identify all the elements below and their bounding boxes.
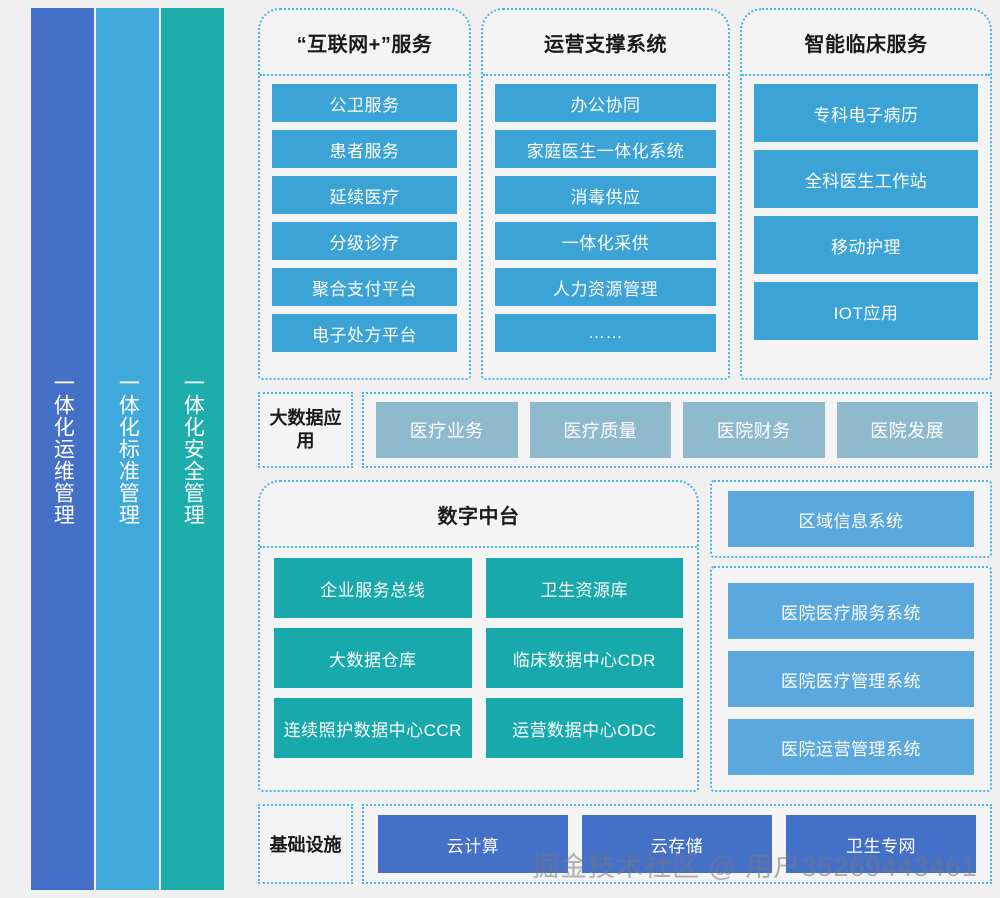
- bigdata-items-container: 医疗业务 医疗质量 医院财务 医院发展: [362, 392, 992, 468]
- midplatform-item[interactable]: 运营数据中心ODC: [485, 698, 683, 758]
- region-item[interactable]: 区域信息系统: [728, 491, 974, 547]
- midplatform-item[interactable]: 卫生资源库: [485, 558, 683, 618]
- pillar-label: 一体化标准管理: [116, 372, 140, 526]
- hospital-item[interactable]: 医院运营管理系统: [728, 719, 974, 775]
- panel-internet-plus-services: “互联网+”服务 公卫服务 患者服务 延续医疗 分级诊疗 聚合支付平台 电子处方…: [258, 8, 471, 380]
- service-item[interactable]: 移动护理: [754, 216, 978, 274]
- service-item[interactable]: IOT应用: [754, 282, 978, 340]
- infrastructure-items-container: 云计算 云存储 卫生专网: [362, 804, 992, 884]
- panel-items: 公卫服务 患者服务 延续医疗 分级诊疗 聚合支付平台 电子处方平台: [260, 76, 469, 362]
- bigdata-item[interactable]: 医疗质量: [529, 402, 671, 458]
- pillar-label: 一体化运维管理: [51, 372, 75, 526]
- panel-hospital-systems: 医院医疗服务系统 医院医疗管理系统 医院运营管理系统: [710, 566, 992, 792]
- panel-title: 数字中台: [260, 482, 697, 548]
- service-item[interactable]: 专科电子病历: [754, 84, 978, 142]
- panel-items: 办公协同 家庭医生一体化系统 消毒供应 一体化采供 人力资源管理 ……: [483, 76, 728, 362]
- pillar-operations-management: 一体化运维管理: [31, 8, 94, 890]
- infrastructure-label-text: 基础设施: [269, 835, 342, 855]
- bigdata-item[interactable]: 医院财务: [683, 402, 825, 458]
- service-item[interactable]: 电子处方平台: [272, 314, 457, 352]
- hospital-item[interactable]: 医院医疗管理系统: [728, 651, 974, 707]
- infrastructure-item[interactable]: 云计算: [378, 815, 568, 873]
- pillar-standards-management: 一体化标准管理: [96, 8, 159, 890]
- bigdata-label-text: 大数据应用: [269, 407, 342, 451]
- service-item[interactable]: 家庭医生一体化系统: [495, 130, 716, 168]
- panel-items: 专科电子病历 全科医生工作站 移动护理 IOT应用: [742, 76, 990, 350]
- panel-title: “互联网+”服务: [260, 10, 469, 76]
- service-item[interactable]: 聚合支付平台: [272, 268, 457, 306]
- service-item[interactable]: 一体化采供: [495, 222, 716, 260]
- panel-regional-information-system: 区域信息系统: [710, 480, 992, 558]
- bigdata-section-label: 大数据应用: [258, 392, 353, 468]
- service-item[interactable]: 人力资源管理: [495, 268, 716, 306]
- service-item[interactable]: 公卫服务: [272, 84, 457, 122]
- panel-items: 企业服务总线 卫生资源库 大数据仓库 临床数据中心CDR 连续照护数据中心CCR…: [260, 548, 697, 770]
- panel-title: 运营支撑系统: [483, 10, 728, 76]
- panel-intelligent-clinical-services: 智能临床服务 专科电子病历 全科医生工作站 移动护理 IOT应用: [740, 8, 992, 380]
- panel-digital-midplatform: 数字中台 企业服务总线 卫生资源库 大数据仓库 临床数据中心CDR 连续照护数据…: [258, 480, 699, 792]
- midplatform-item[interactable]: 连续照护数据中心CCR: [274, 698, 472, 758]
- pillar-label: 一体化安全管理: [181, 372, 205, 526]
- infrastructure-item[interactable]: 卫生专网: [786, 815, 976, 873]
- midplatform-item[interactable]: 临床数据中心CDR: [485, 628, 683, 688]
- pillar-security-management: 一体化安全管理: [161, 8, 224, 890]
- service-item[interactable]: 全科医生工作站: [754, 150, 978, 208]
- service-item[interactable]: 消毒供应: [495, 176, 716, 214]
- bigdata-item[interactable]: 医院发展: [836, 402, 978, 458]
- service-item[interactable]: 延续医疗: [272, 176, 457, 214]
- hospital-item[interactable]: 医院医疗服务系统: [728, 583, 974, 639]
- infrastructure-section-label: 基础设施: [258, 804, 353, 884]
- midplatform-item[interactable]: 企业服务总线: [274, 558, 472, 618]
- service-item[interactable]: 患者服务: [272, 130, 457, 168]
- panel-title: 智能临床服务: [742, 10, 990, 76]
- panel-operation-support-system: 运营支撑系统 办公协同 家庭医生一体化系统 消毒供应 一体化采供 人力资源管理 …: [481, 8, 730, 380]
- midplatform-item[interactable]: 大数据仓库: [274, 628, 472, 688]
- service-item[interactable]: 分级诊疗: [272, 222, 457, 260]
- service-item[interactable]: 办公协同: [495, 84, 716, 122]
- service-item[interactable]: ……: [495, 314, 716, 352]
- bigdata-item[interactable]: 医疗业务: [376, 402, 518, 458]
- infrastructure-item[interactable]: 云存储: [582, 815, 772, 873]
